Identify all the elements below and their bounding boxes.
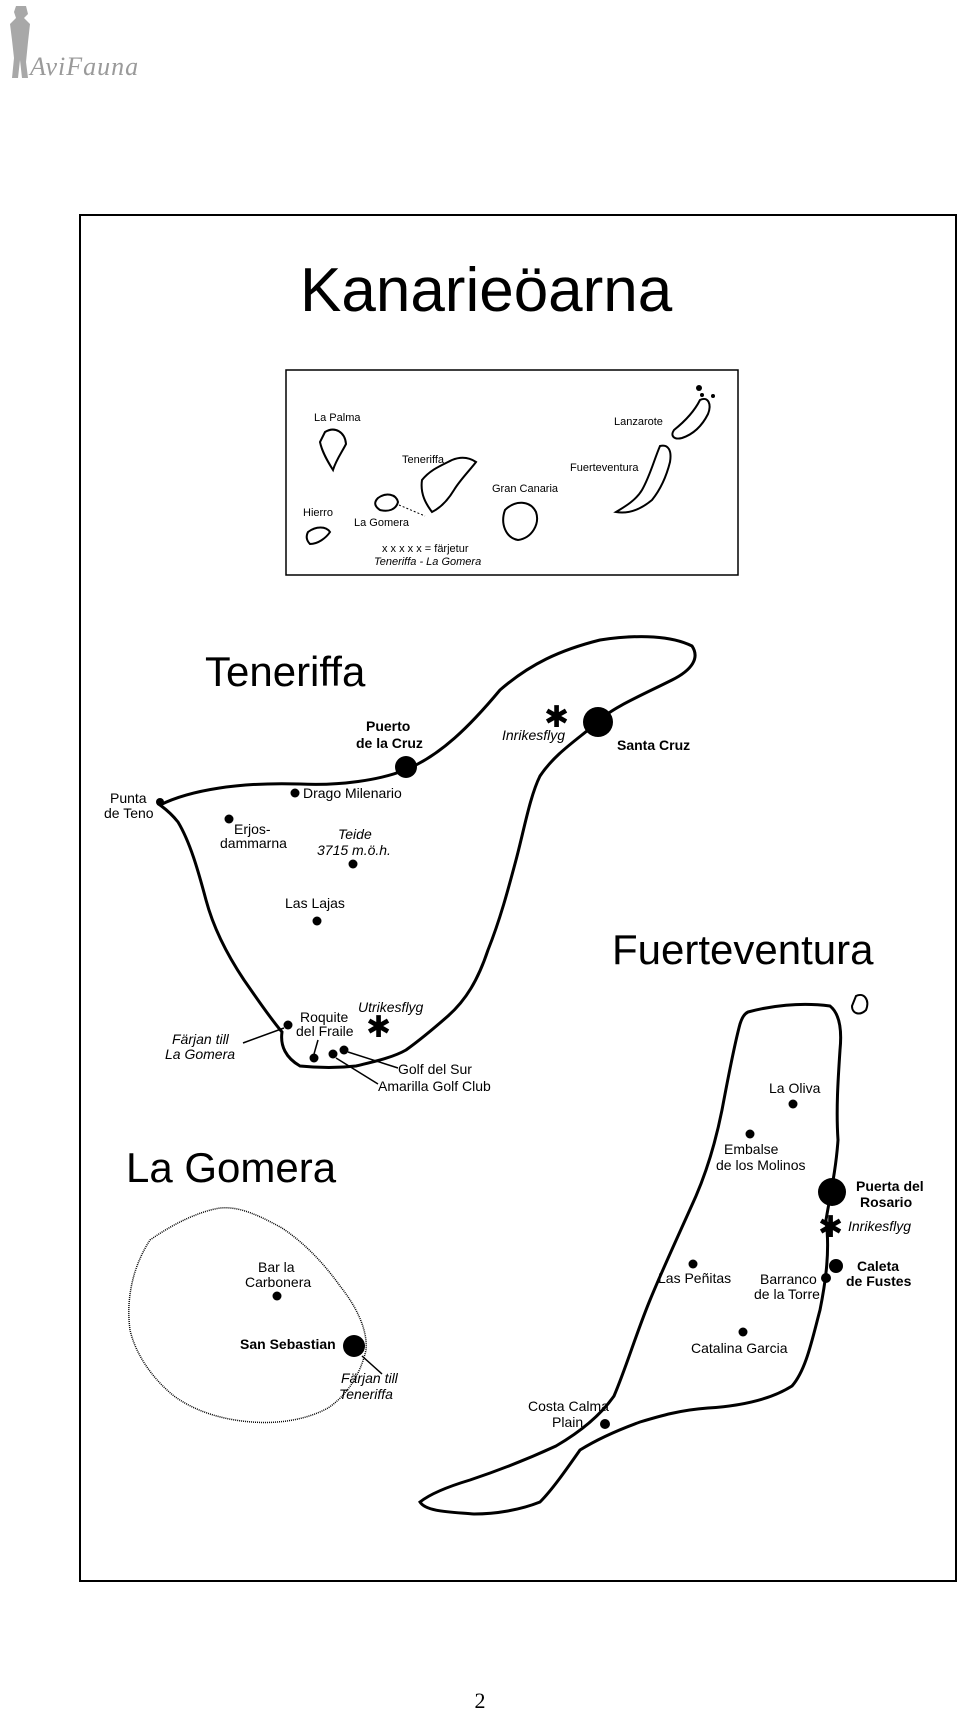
las-lajas-label: Las Lajas (285, 895, 345, 911)
birdwatcher-icon (10, 6, 30, 78)
embalse-label-1: Embalse (724, 1141, 779, 1157)
roquite-label-2: del Fraile (296, 1023, 354, 1039)
avifauna-logo: AviFauna (0, 0, 200, 90)
teneriffa-outline (157, 635, 697, 1069)
fuerteventura-outline (418, 1002, 843, 1516)
puerta-del-rosario-marker (818, 1178, 846, 1206)
punta-de-teno-marker (156, 798, 164, 806)
teide-marker (348, 859, 358, 869)
puerto-label-2: de la Cruz (356, 735, 423, 751)
bar-la-carbonera-marker (272, 1291, 282, 1301)
la-oliva-label: La Oliva (769, 1080, 821, 1096)
overview-label-fuerteventura: Fuerteventura (570, 462, 639, 474)
san-sebastian-label: San Sebastian (240, 1336, 336, 1352)
roquite-label-1: Roquite (300, 1009, 349, 1025)
golf-sur-marker (339, 1045, 349, 1055)
ferry-teneriffa-label-1: Färjan till (172, 1031, 229, 1047)
overview-label-la-gomera: La Gomera (354, 517, 410, 529)
bar-la-carbonera-label-2: Carbonera (245, 1274, 312, 1290)
las-penitas-label: Las Peñitas (658, 1270, 732, 1286)
teide-label-1: Teide (338, 826, 372, 842)
amarilla-marker (328, 1049, 338, 1059)
catalina-label: Catalina Garcia (691, 1340, 788, 1356)
catalina-marker (738, 1327, 748, 1337)
lobos-islet (850, 994, 869, 1015)
drago-marker (290, 788, 300, 798)
barranco-marker (821, 1273, 831, 1283)
santa-cruz-label: Santa Cruz (617, 737, 691, 753)
inrikesflyg-teneriffa-label: Inrikesflyg (502, 727, 566, 743)
puerto-de-la-cruz-marker (395, 756, 417, 778)
embalse-label-2: de los Molinos (716, 1157, 806, 1173)
santa-cruz-marker (583, 707, 613, 737)
overview-hierro (305, 526, 332, 546)
overview-label-la-palma: La Palma (314, 412, 361, 424)
erjos-label-2: dammarna (220, 835, 287, 851)
map-frame (79, 214, 957, 1582)
ferry-gomera-pointer (361, 1355, 383, 1375)
ferry-gomera-label-1: Färjan till (341, 1370, 398, 1386)
barranco-label-2: de la Torre (754, 1286, 820, 1302)
las-penitas-marker (688, 1259, 698, 1269)
puerta-label-1: Puerta del (856, 1178, 924, 1194)
las-lajas-marker (312, 916, 322, 926)
punta-label-2: de Teno (104, 805, 154, 821)
overview-fuerteventura (613, 444, 672, 514)
roquite-marker (283, 1020, 293, 1030)
airport-icon-south: ✱ (366, 1011, 392, 1044)
fuerteventura-title: Fuerteventura (612, 926, 874, 973)
costa-calma-label-2: Plain (552, 1414, 584, 1430)
overview-label-gran-canaria: Gran Canaria (492, 483, 559, 495)
overview-la-palma (318, 428, 348, 473)
ferry-teneriffa-label-2: La Gomera (165, 1046, 236, 1062)
san-sebastian-marker (343, 1335, 365, 1357)
caleta-label-1: Caleta (857, 1258, 900, 1274)
bar-la-carbonera-label-1: Bar la (258, 1259, 295, 1275)
punta-label-1: Punta (110, 790, 147, 806)
drago-label: Drago Milenario (303, 785, 402, 801)
overview-label-lanzarote: Lanzarote (614, 416, 663, 428)
amarilla-label: Amarilla Golf Club (378, 1078, 491, 1094)
caleta-marker (829, 1259, 843, 1273)
la-gomera-outline (128, 1207, 367, 1424)
roquite-pointer (313, 1039, 319, 1055)
airport-icon-north: ✱ (544, 701, 570, 734)
teide-label-2: 3715 m.ö.h. (317, 842, 391, 858)
overview-la-gomera (374, 493, 400, 512)
overview-ferry-route (398, 504, 426, 517)
golf-sur-label: Golf del Sur (398, 1061, 472, 1077)
puerto-label-1: Puerto (366, 718, 411, 734)
inrikesflyg-fuerteventura-label: Inrikesflyg (848, 1218, 912, 1234)
airport-icon-fuerteventura: ✱ (818, 1211, 844, 1244)
ferry-teneriffa-pointer (242, 1027, 285, 1044)
golf-sur-pointer (347, 1051, 399, 1069)
overview-gran-canaria (502, 501, 538, 542)
overview-label-teneriffa: Teneriffa (402, 454, 444, 466)
overview-lanzarote (671, 398, 711, 440)
overview-inset-box (285, 369, 739, 576)
erjos-label-1: Erjos- (234, 821, 271, 837)
caleta-label-2: de Fustes (846, 1273, 912, 1289)
ferry-gomera-label-2: Teneriffa (339, 1386, 393, 1402)
la-gomera-title: La Gomera (126, 1144, 337, 1191)
ferry-teneriffa-marker (309, 1053, 319, 1063)
embalse-marker (745, 1129, 755, 1139)
costa-calma-marker (600, 1419, 610, 1429)
page-number: 2 (474, 1688, 486, 1713)
utrikesflyg-label: Utrikesflyg (358, 999, 424, 1015)
puerta-label-2: Rosario (860, 1194, 913, 1210)
overview-teneriffa (420, 456, 478, 514)
amarilla-pointer (335, 1057, 379, 1085)
overview-label-hierro: Hierro (303, 507, 333, 519)
erjos-marker (224, 814, 234, 824)
la-oliva-marker (788, 1099, 798, 1109)
overview-ferry-legend-2: Teneriffa - La Gomera (374, 556, 482, 568)
barranco-label-1: Barranco (760, 1271, 817, 1287)
teneriffa-title: Teneriffa (205, 648, 366, 695)
overview-ferry-legend-1: x x x x x = färjetur (382, 543, 469, 555)
logo-text: AviFauna (30, 52, 140, 81)
map-title: Kanarieöarna (300, 256, 673, 325)
costa-calma-label-1: Costa Calma (528, 1398, 609, 1414)
